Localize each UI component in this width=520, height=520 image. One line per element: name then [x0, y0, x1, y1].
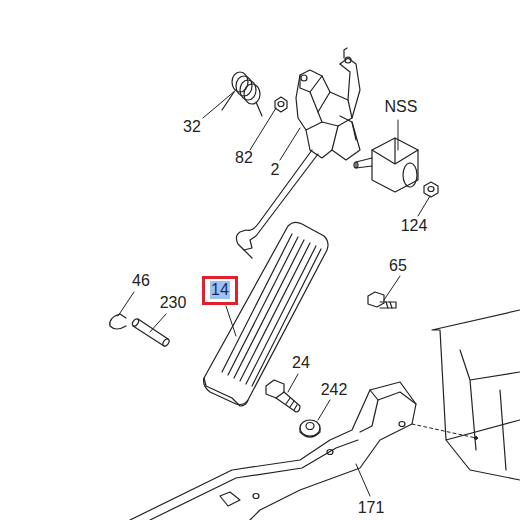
bolt	[266, 380, 300, 412]
callout-number: 242	[321, 382, 348, 398]
callout-number: 46	[132, 273, 150, 289]
spring	[222, 72, 262, 116]
highlight-box: 14	[202, 276, 238, 305]
nut	[275, 97, 287, 112]
base-bracket	[130, 310, 520, 520]
leader-lines	[118, 90, 478, 496]
sensor	[354, 138, 418, 192]
bolt	[368, 292, 396, 308]
washer	[300, 420, 320, 437]
callout-number: 32	[183, 119, 201, 135]
pedal-arm	[236, 150, 318, 258]
callout-number: 230	[160, 295, 187, 311]
callout-number: 171	[358, 500, 385, 516]
callout-number: 82	[235, 150, 253, 166]
nut	[424, 182, 438, 197]
pedal-pad	[204, 222, 328, 406]
callout-number: 124	[401, 218, 428, 234]
callout-number: 14	[210, 281, 230, 299]
callout-number: 24	[292, 355, 310, 371]
callout-number: 2	[271, 162, 280, 178]
pedal-bracket	[296, 48, 360, 160]
pin	[131, 318, 170, 347]
callout-number: 65	[389, 258, 407, 274]
callout-number: NSS	[385, 99, 418, 115]
